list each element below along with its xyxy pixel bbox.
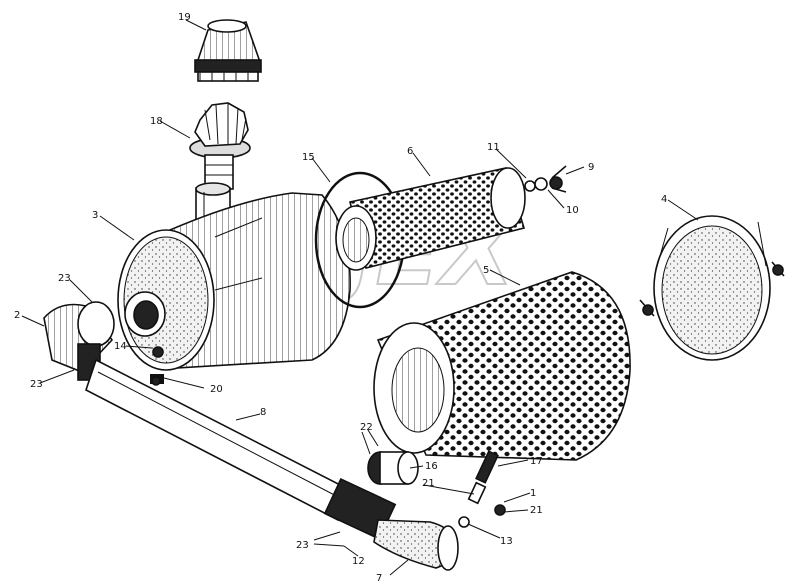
callout-23-bottom: 23 xyxy=(296,540,309,551)
callout-18: 18 xyxy=(150,116,163,127)
callout-22: 22 xyxy=(360,422,373,433)
callout-19: 19 xyxy=(178,12,191,23)
callout-14: 14 xyxy=(114,341,127,352)
part-5-main-filter xyxy=(373,271,631,461)
callout-labels: 19 18 3 15 6 11 9 10 4 5 23 2 23 14 20 8… xyxy=(14,12,667,584)
part-4-cover xyxy=(639,215,785,361)
callout-4: 4 xyxy=(661,194,667,205)
callout-7: 7 xyxy=(376,573,382,584)
callout-8: 8 xyxy=(260,407,266,418)
callout-6: 6 xyxy=(407,146,413,157)
callout-16: 16 xyxy=(425,461,438,472)
callout-9: 9 xyxy=(588,162,594,173)
callout-15: 15 xyxy=(302,152,315,163)
callout-23-left: 23 xyxy=(30,379,43,390)
callout-10: 10 xyxy=(566,205,579,216)
callout-17: 17 xyxy=(530,456,543,467)
part-19-cap xyxy=(194,19,262,82)
part-16-clamp xyxy=(367,451,419,485)
callout-11: 11 xyxy=(487,142,500,153)
callout-5: 5 xyxy=(483,265,489,276)
callout-1: 1 xyxy=(530,488,536,499)
callout-23-top: 23 xyxy=(58,273,71,284)
part-6-inner-filter xyxy=(335,167,526,271)
callout-20: 20 xyxy=(210,384,223,395)
callout-21-left: 21 xyxy=(422,478,435,489)
callout-21-right: 21 xyxy=(530,505,543,516)
part-18-vane xyxy=(189,102,251,190)
callout-2: 2 xyxy=(14,310,20,321)
callout-12: 12 xyxy=(352,556,365,567)
leader-lines xyxy=(21,19,699,576)
part-7-elbow xyxy=(373,519,459,571)
part-3-housing xyxy=(117,192,351,371)
parts-9-11-fasteners xyxy=(524,165,567,193)
parts-1-13-17-21-small xyxy=(458,450,506,528)
callout-13: 13 xyxy=(500,536,513,547)
callout-3: 3 xyxy=(92,210,98,221)
